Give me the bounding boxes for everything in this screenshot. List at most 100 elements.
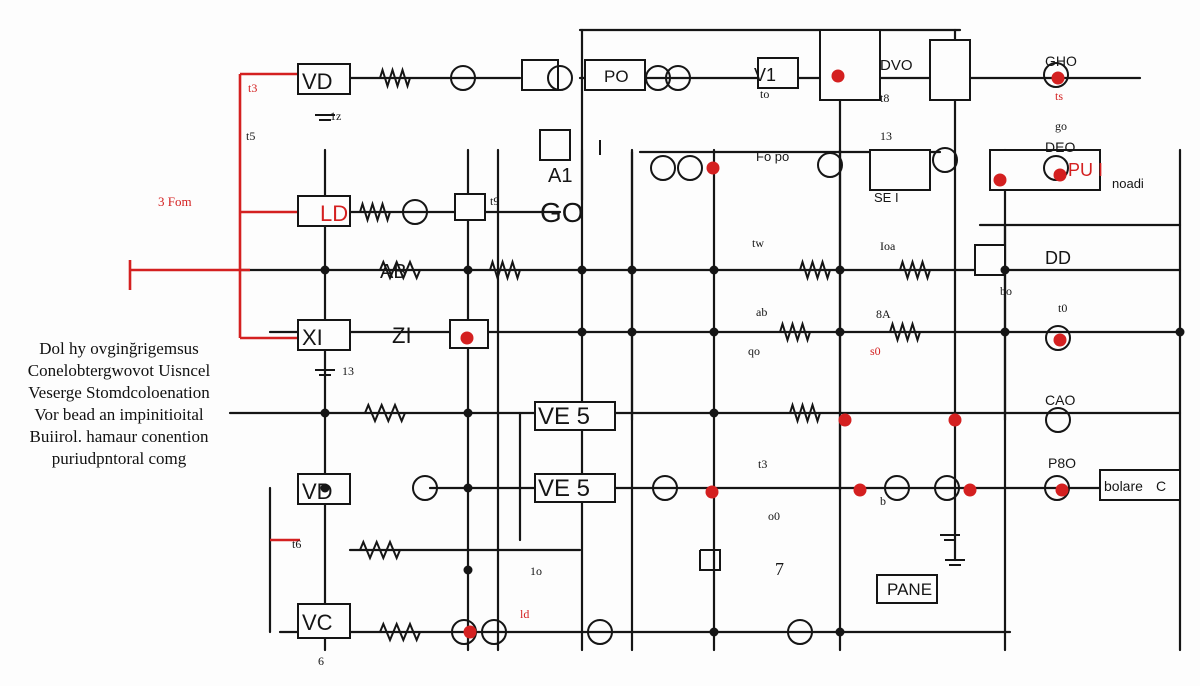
seven-label: 7 bbox=[775, 559, 784, 579]
junction-dot bbox=[1175, 327, 1185, 337]
note-line: Buiirol. hamaur conention bbox=[29, 427, 209, 446]
v1-label: V1 bbox=[754, 65, 776, 85]
resistor-symbol bbox=[379, 66, 411, 90]
component-tag: t8 bbox=[880, 91, 889, 105]
red-node bbox=[1053, 333, 1067, 347]
junction-dot bbox=[1000, 327, 1010, 337]
resistor-symbol bbox=[799, 258, 831, 282]
coil-symbol bbox=[934, 475, 960, 501]
pu-label: PU I bbox=[1068, 160, 1103, 180]
coil-symbol bbox=[787, 619, 813, 645]
coil-symbol bbox=[1045, 407, 1071, 433]
resistor-symbol bbox=[379, 259, 421, 281]
component-tag: t5 bbox=[246, 129, 255, 143]
coil-symbol bbox=[412, 475, 438, 501]
pane-block bbox=[876, 574, 938, 604]
vd-lower-label: VD bbox=[302, 479, 333, 504]
junction-dot bbox=[577, 327, 587, 337]
ve5-block bbox=[534, 401, 616, 431]
junction-dot bbox=[709, 327, 719, 337]
coil-symbol bbox=[645, 65, 671, 91]
switch-frame bbox=[819, 29, 881, 101]
red-node bbox=[705, 485, 719, 499]
resistor-symbol bbox=[889, 320, 921, 344]
component-tag: go bbox=[1055, 119, 1067, 133]
junction-dot bbox=[320, 483, 330, 493]
resistor-symbol bbox=[779, 320, 811, 344]
dd-label: DD bbox=[1045, 248, 1071, 268]
resistor-symbol bbox=[789, 401, 821, 425]
noadi-label: noadi bbox=[1112, 176, 1144, 191]
component-tag: 1z bbox=[330, 109, 341, 123]
side-box bbox=[974, 244, 1006, 276]
junction-dot bbox=[709, 627, 719, 637]
component-tag: bo bbox=[1000, 284, 1012, 298]
cao-label: CAO bbox=[1045, 392, 1075, 408]
component-tag: t0 bbox=[1058, 301, 1067, 315]
red-node bbox=[1053, 168, 1067, 182]
note-line: Conelobtergwovot Uisncel bbox=[27, 361, 211, 380]
resistor-symbol bbox=[359, 200, 391, 224]
vd-label: VD bbox=[302, 69, 333, 94]
coil-symbol bbox=[884, 475, 910, 501]
component-tag: 1o bbox=[530, 564, 542, 578]
junction-dot bbox=[320, 408, 330, 418]
note-line: Dol hy ovginğrigemsus bbox=[39, 339, 199, 358]
red-node bbox=[948, 413, 962, 427]
coil-symbol bbox=[481, 619, 507, 645]
red-node bbox=[831, 69, 845, 83]
junction-dot bbox=[463, 483, 473, 493]
coil-symbol bbox=[1043, 62, 1069, 88]
deo-label: DEO bbox=[1045, 139, 1075, 155]
vd-block bbox=[297, 63, 351, 95]
ld-label: LD bbox=[320, 201, 348, 226]
xi-label: XI bbox=[302, 325, 323, 350]
red-node bbox=[993, 173, 1007, 187]
component-tag: 13 bbox=[880, 129, 892, 143]
coil-symbol bbox=[650, 155, 676, 181]
resistor-symbol bbox=[379, 621, 421, 643]
se-block bbox=[869, 149, 931, 191]
junction-dot bbox=[463, 408, 473, 418]
component-tag: to bbox=[760, 87, 769, 101]
component-tag: 6 bbox=[318, 654, 324, 668]
so-label: Fo po bbox=[756, 149, 789, 164]
junction-dot bbox=[463, 565, 473, 575]
red-node bbox=[853, 483, 867, 497]
red-node bbox=[1055, 483, 1069, 497]
coil-symbol bbox=[587, 619, 613, 645]
annotation-note: Dol hy ovginğrigemsus Conelobtergwovot U… bbox=[14, 338, 224, 470]
a1-label: A1 bbox=[548, 165, 572, 187]
coil-symbol bbox=[1045, 325, 1071, 351]
resistor-symbol bbox=[489, 258, 521, 282]
junction-dot bbox=[627, 265, 637, 275]
gho-label: GHO bbox=[1045, 53, 1077, 69]
coil-symbol bbox=[665, 65, 691, 91]
go-box bbox=[454, 193, 486, 221]
component-tag: 8A bbox=[876, 307, 891, 321]
diode-symbol bbox=[699, 549, 721, 571]
junction-dot bbox=[835, 327, 845, 337]
ao-block bbox=[521, 59, 559, 91]
three-fom-label: 3 Fom bbox=[158, 194, 192, 209]
component-tag: t9 bbox=[490, 194, 499, 208]
component-tag: ab bbox=[756, 305, 767, 319]
note-line: Veserge Stomdcoloenation bbox=[28, 383, 210, 402]
a1-frame bbox=[539, 129, 571, 161]
junction-dot bbox=[1000, 265, 1010, 275]
component-tag: qo bbox=[748, 344, 760, 358]
coil-symbol bbox=[450, 65, 476, 91]
dvo-label: DVO bbox=[880, 57, 913, 74]
junction-dot bbox=[835, 265, 845, 275]
junction-dot bbox=[709, 408, 719, 418]
coil-symbol bbox=[677, 155, 703, 181]
component-tag: Ioa bbox=[880, 239, 896, 253]
coil-symbol bbox=[1044, 475, 1070, 501]
vc-block bbox=[297, 603, 351, 639]
se-label: SE I bbox=[874, 190, 899, 205]
component-tag: b bbox=[880, 494, 886, 508]
component-tag: t3 bbox=[758, 457, 767, 471]
resistor-symbol bbox=[359, 539, 401, 561]
component-tag: t6 bbox=[292, 537, 301, 551]
